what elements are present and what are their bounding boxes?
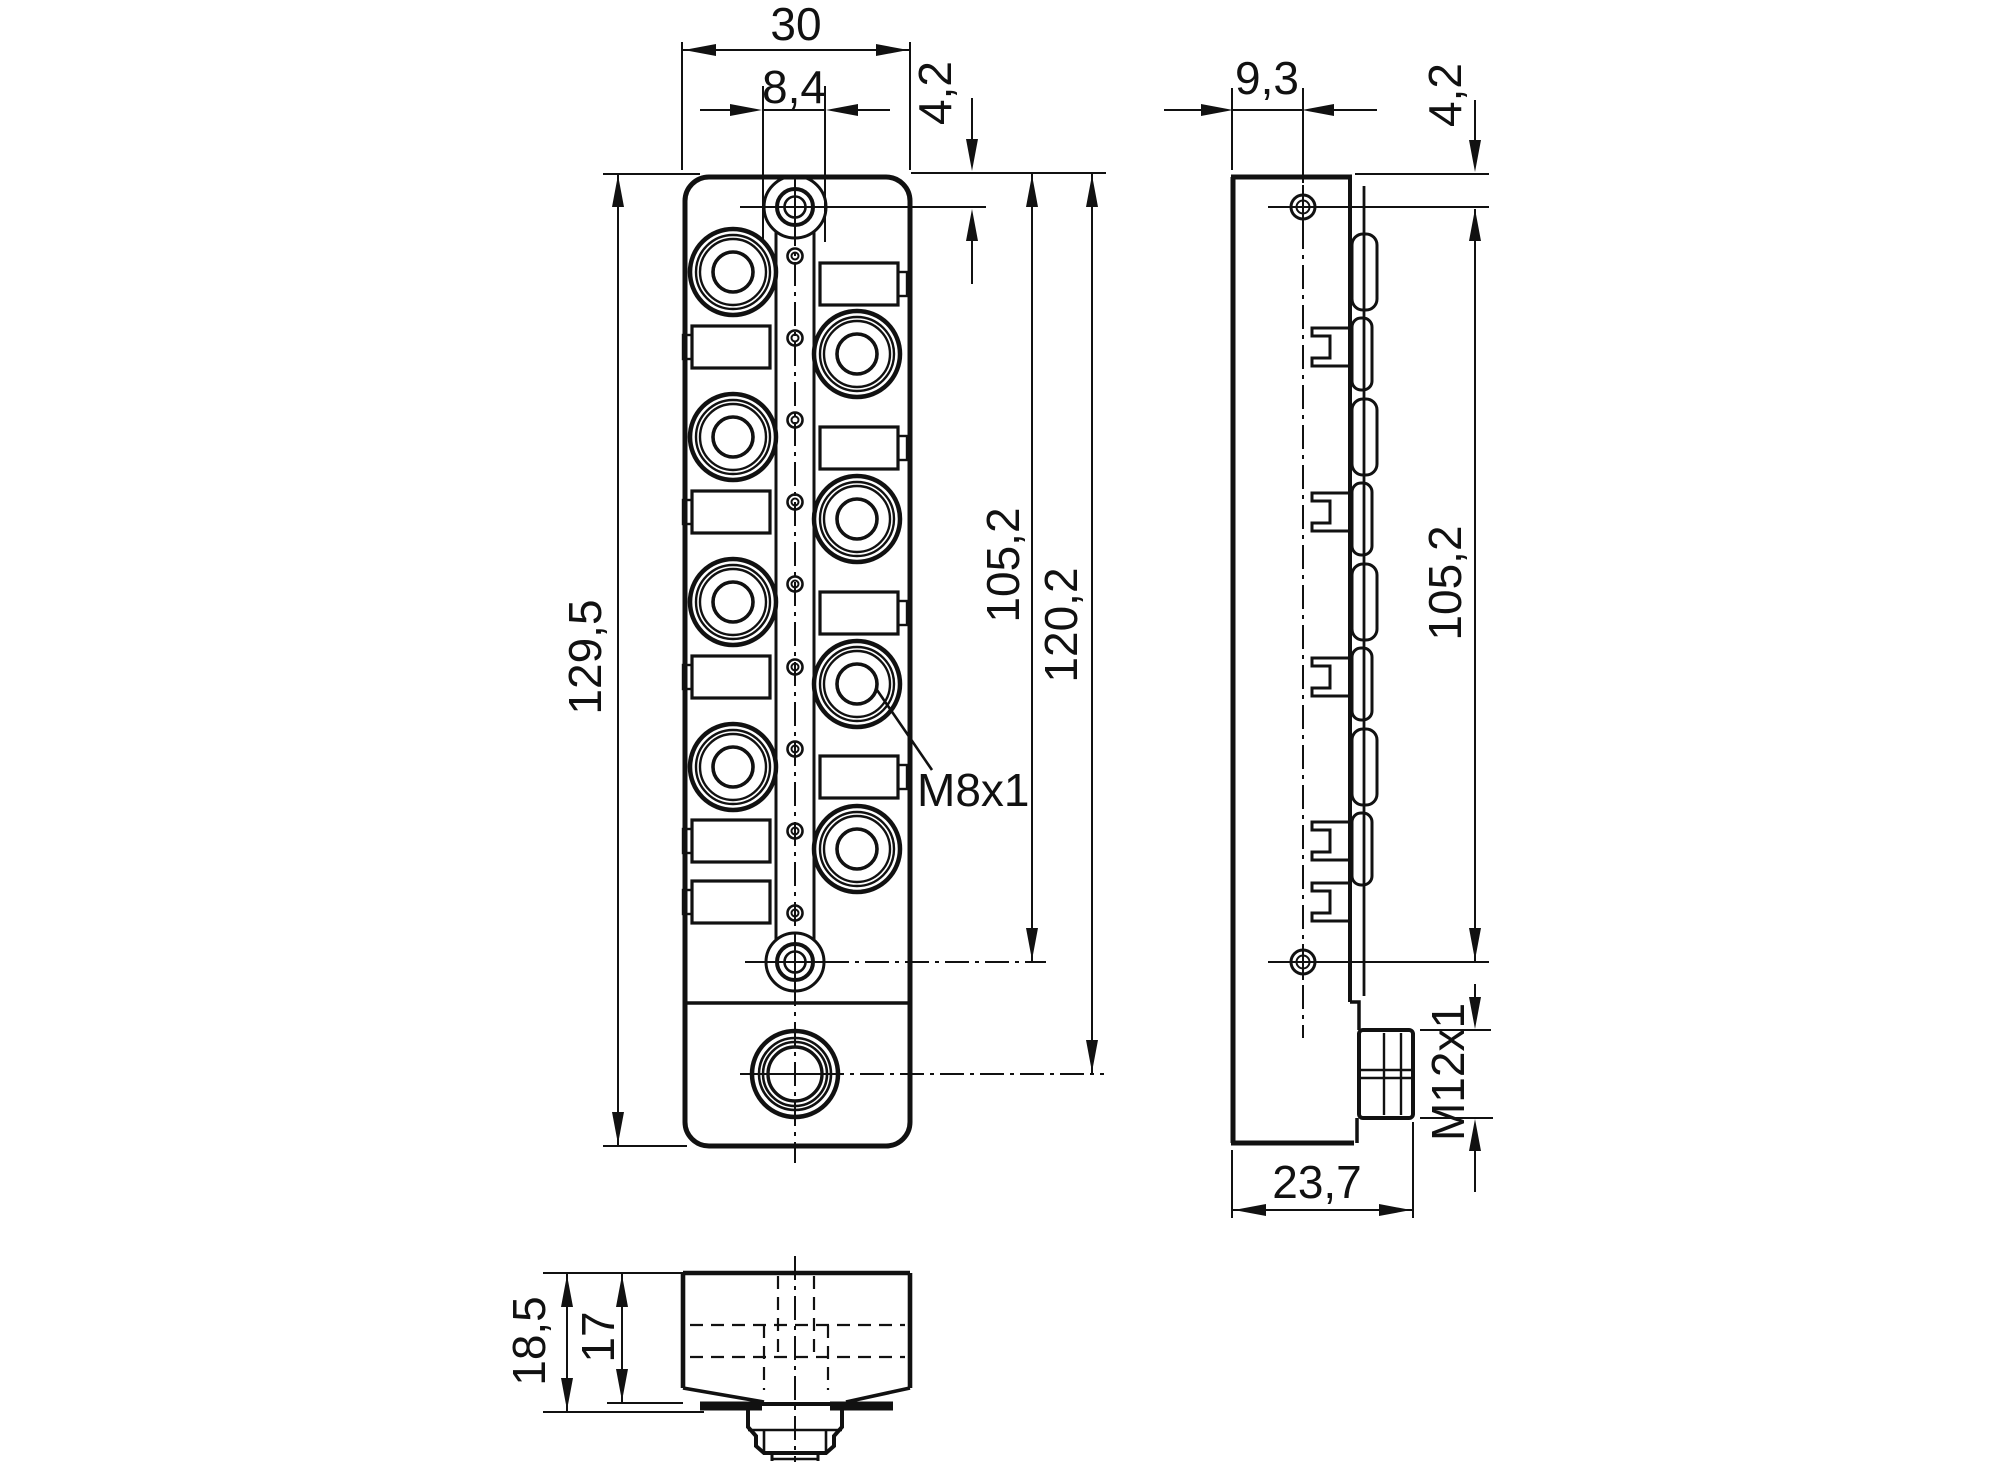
dim-front-hole-offset: 4,2 (909, 61, 961, 125)
m8-ports-left (690, 229, 776, 810)
dim-front-slot-width: 8,4 (762, 61, 826, 113)
bottom-dimension-arrows (561, 1275, 628, 1410)
m8-port (690, 394, 776, 480)
side-dimension-arrows (1201, 104, 1481, 1216)
front-dimension-lines (603, 42, 1106, 1147)
side-view: 9,3 4,2 105,2 M12x1 23,7 (1164, 52, 1493, 1218)
m8-port (814, 806, 900, 892)
side-body-outline (1230, 174, 1415, 1146)
dim-side-base-depth: 23,7 (1272, 1156, 1362, 1208)
label-m8-thread: M8x1 (917, 764, 1029, 816)
m8-ports-right (814, 311, 900, 892)
front-dimension-texts: 30 8,4 4,2 129,5 105,2 120,2 M8x1 (559, 0, 1087, 816)
label-m12-thread: M12x1 (1422, 1003, 1474, 1141)
dim-front-power-span: 120,2 (1035, 567, 1087, 682)
bottom-body-outline (680, 1270, 913, 1461)
m8-port (814, 311, 900, 397)
dim-side-hole-span: 105,2 (1419, 525, 1471, 640)
m12-power-port-front (749, 1028, 841, 1120)
dim-side-depth: 9,3 (1235, 52, 1299, 104)
side-dimension-texts: 9,3 4,2 105,2 M12x1 23,7 (1235, 52, 1474, 1208)
dim-bottom-total-depth: 18,5 (503, 1296, 555, 1386)
front-view: 30 8,4 4,2 129,5 105,2 120,2 M8x1 (559, 0, 1106, 1163)
m8-port (814, 641, 900, 727)
dim-front-width: 30 (770, 0, 821, 50)
bottom-dimension-texts: 18,5 17 (503, 1296, 624, 1386)
bottom-hidden-lines (690, 1276, 905, 1390)
m8-port (690, 724, 776, 810)
side-dimension-lines (1164, 88, 1493, 1218)
m8-port (814, 476, 900, 562)
mounting-hole-top-side (1277, 187, 1329, 227)
m8-port (690, 559, 776, 645)
front-body-outline (682, 174, 913, 1149)
side-label-clips (1310, 326, 1352, 923)
dim-front-height: 129,5 (559, 599, 611, 714)
bottom-view: 18,5 17 (503, 1256, 913, 1462)
dim-side-hole-offset: 4,2 (1419, 63, 1471, 127)
mounting-hole-bottom (748, 930, 842, 994)
front-dimension-arrows (612, 44, 1098, 1144)
mounting-hole-bottom-side (1277, 942, 1329, 982)
dim-front-hole-span: 105,2 (977, 507, 1029, 622)
dim-bottom-body-depth: 17 (572, 1311, 624, 1362)
